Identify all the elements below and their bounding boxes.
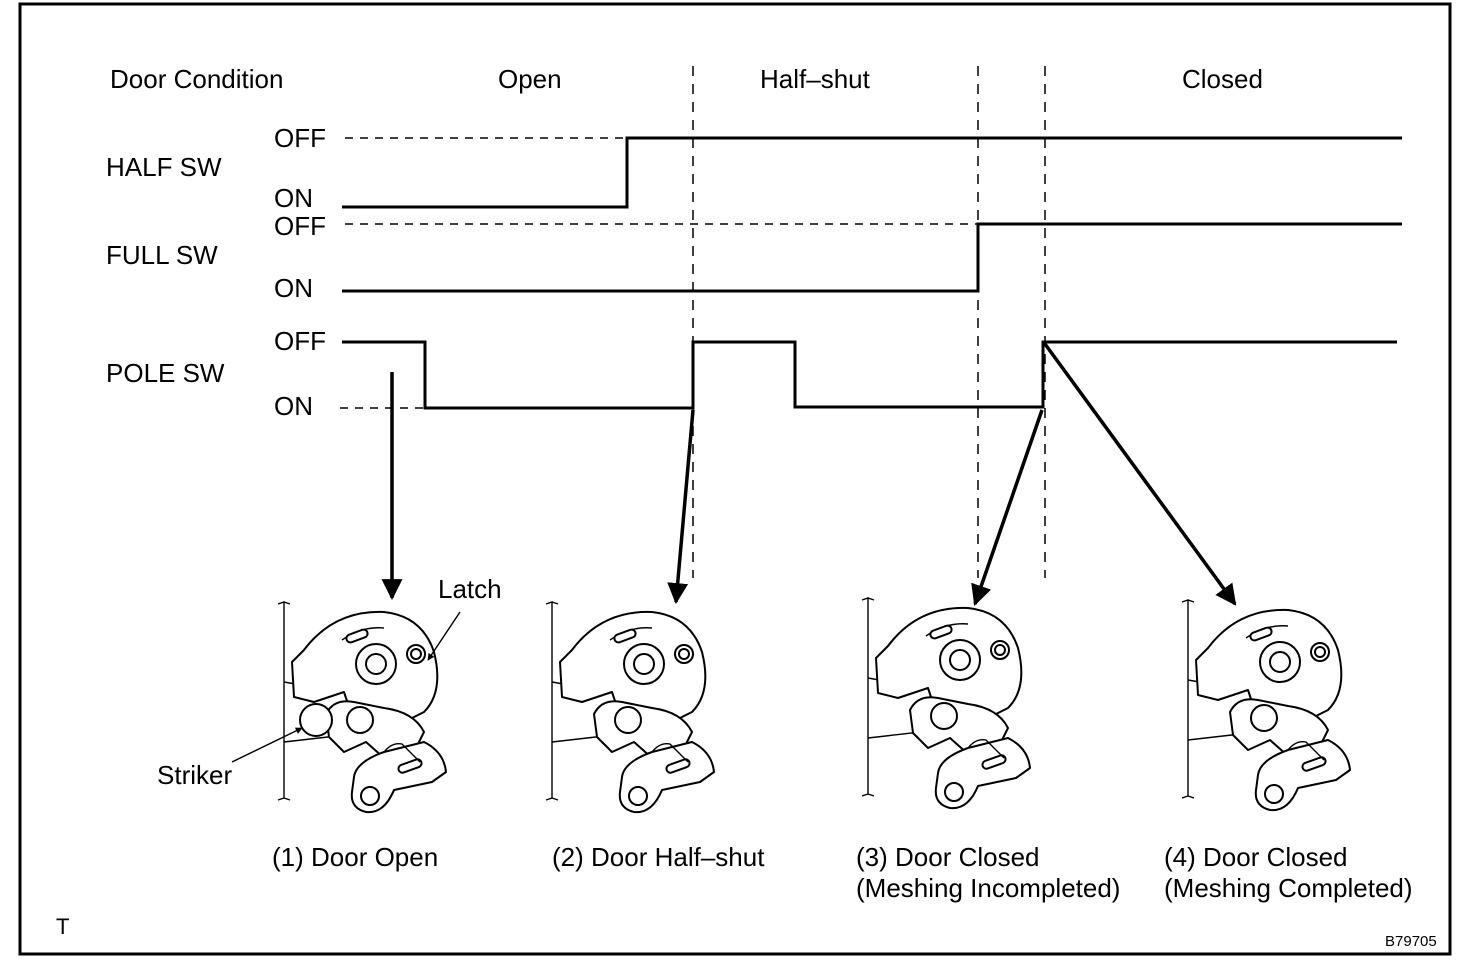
caption-door-half-shut: (2) Door Half–shut xyxy=(552,842,765,872)
latch-drawing-door-closed-complete xyxy=(1181,599,1351,812)
door-condition-heading: Door Condition xyxy=(110,64,283,94)
striker-icon xyxy=(299,703,333,737)
pole-sw-off-label: OFF xyxy=(274,326,326,356)
striker-callout-label: Striker xyxy=(157,760,232,790)
half-sw-signal xyxy=(342,136,1402,209)
arrow-to-door-closed-complete xyxy=(1043,342,1237,606)
striker-callout-leader xyxy=(231,727,303,763)
latch-callout-leader xyxy=(427,611,461,661)
latch-drawing-door-half-shut xyxy=(545,601,715,814)
full-sw-on-label: ON xyxy=(274,273,313,303)
caption-door-closed-complete: (4) Door Closed xyxy=(1164,842,1348,872)
latch-drawing-door-open xyxy=(277,601,447,814)
pole-sw-on-label: ON xyxy=(274,391,313,421)
arrow-to-door-closed-incomplete xyxy=(971,409,1044,606)
pole-sw-label: POLE SW xyxy=(106,358,225,388)
corner-mark: T xyxy=(56,914,69,939)
arrow-to-door-half-shut xyxy=(667,409,695,605)
caption-door-open: (1) Door Open xyxy=(272,842,438,872)
full-sw-signal xyxy=(342,222,1402,293)
figure-code: B79705 xyxy=(1385,933,1437,950)
half-sw-label: HALF SW xyxy=(106,152,222,182)
caption-door-closed-incomplete: (3) Door Closed xyxy=(856,842,1040,872)
figure-frame xyxy=(18,2,1452,956)
half-sw-off-label: OFF xyxy=(274,123,326,153)
caption-meshing-incompleted: (Meshing Incompleted) xyxy=(856,873,1120,903)
phase-closed-label: Closed xyxy=(1182,64,1263,94)
latch-callout-label: Latch xyxy=(438,574,502,604)
caption-meshing-completed: (Meshing Completed) xyxy=(1164,873,1413,903)
full-sw-label: FULL SW xyxy=(106,240,218,270)
phase-open-label: Open xyxy=(498,64,562,94)
half-sw-on-label: ON xyxy=(274,183,313,213)
latch-drawing-door-closed-incomplete xyxy=(861,597,1031,810)
full-sw-off-label: OFF xyxy=(274,211,326,241)
phase-half-shut-label: Half–shut xyxy=(760,64,871,94)
pole-sw-signal xyxy=(342,340,1397,410)
